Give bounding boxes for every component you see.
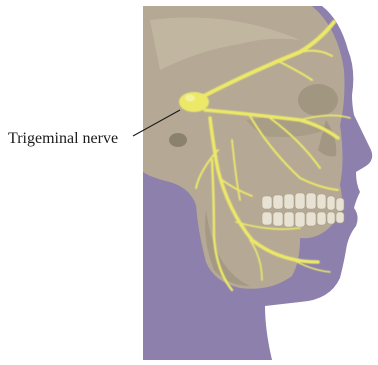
trigeminal-ganglion: [179, 92, 209, 112]
trigeminal-nerve-label: Trigeminal nerve: [8, 130, 118, 148]
upper-teeth: [262, 193, 344, 211]
ear-canal: [169, 133, 187, 147]
eye-socket: [298, 84, 338, 116]
